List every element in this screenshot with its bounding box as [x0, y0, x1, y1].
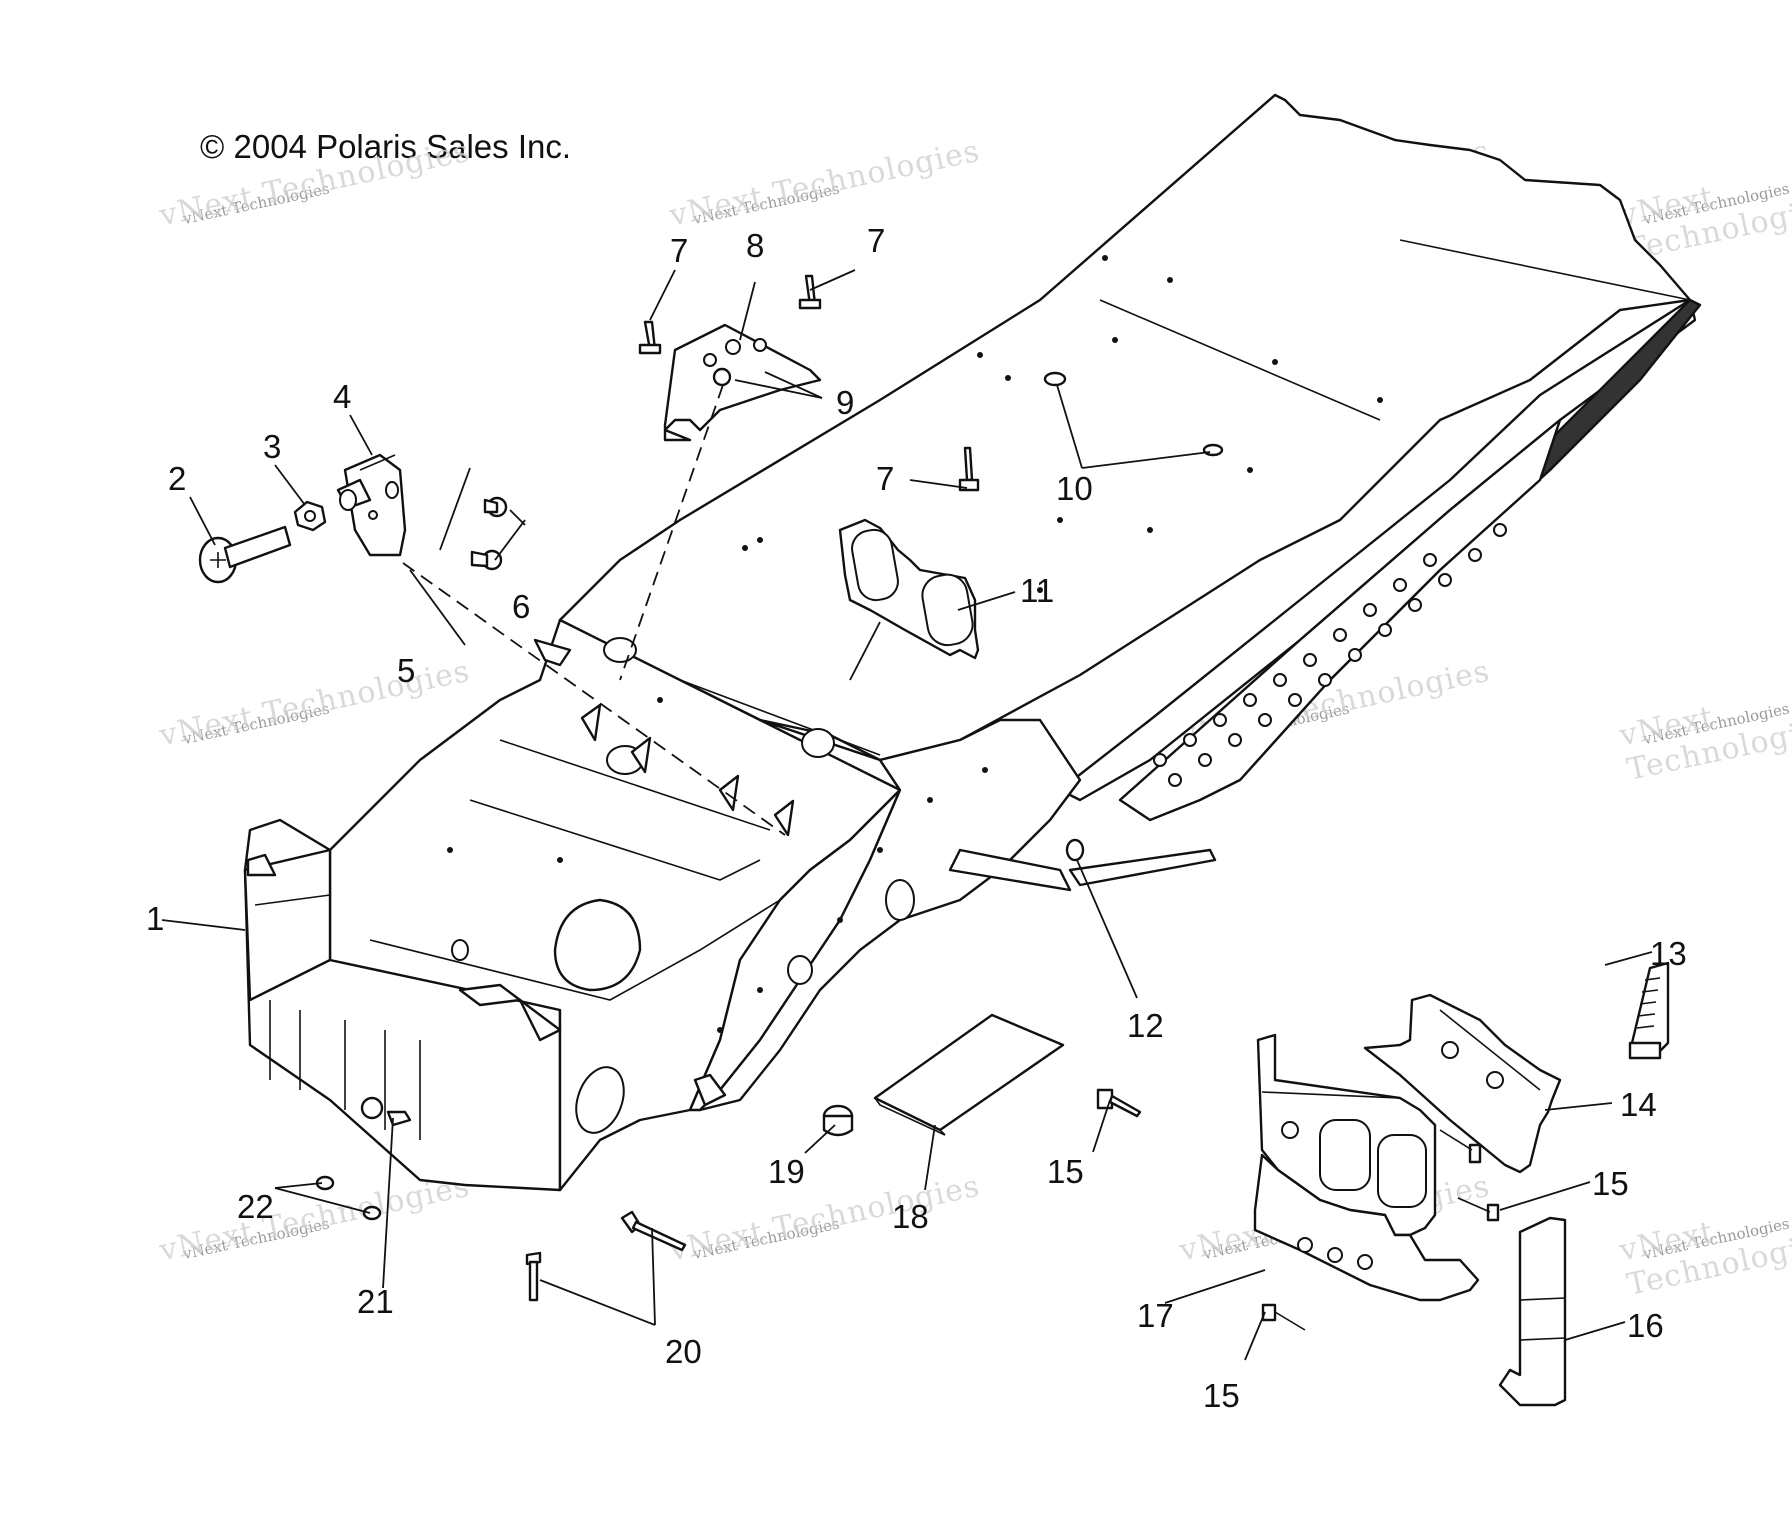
callout-labels: 1 2 3 4 5 6 7 7 7 8 9 10 11 12 13 14 15 …: [146, 222, 1687, 1414]
deck-hole: [603, 637, 637, 663]
callout-16: 16: [1627, 1307, 1664, 1344]
callout-9: 9: [836, 384, 854, 421]
bulkhead-crossmember: [499, 739, 771, 831]
bulkhead-hole: [885, 879, 915, 921]
callout-3: 3: [263, 428, 281, 465]
bulkhead-hole: [787, 955, 813, 985]
leader-lines: [161, 269, 1653, 1361]
side-panel-perforated: [1118, 418, 1562, 822]
callout-2: 2: [168, 460, 186, 497]
frame-tab: [693, 1073, 727, 1107]
callout-8: 8: [746, 227, 764, 264]
screw-part-6[interactable]: [470, 496, 508, 571]
guard-part-14[interactable]: [1363, 993, 1562, 1174]
bulkhead-crossmember: [469, 799, 761, 881]
callout-5: 5: [397, 652, 415, 689]
plate-part-16[interactable]: [1498, 1216, 1567, 1407]
callout-1: 1: [146, 900, 164, 937]
stud-part-21[interactable]: [360, 1096, 412, 1127]
tube-part-12[interactable]: [1065, 838, 1085, 862]
callout-15a: 15: [1047, 1153, 1084, 1190]
frame-rib: [254, 894, 331, 906]
plug-part-19[interactable]: [822, 1104, 854, 1137]
bulkhead-hole: [575, 1066, 625, 1134]
bulkhead-hole: [801, 728, 835, 758]
callout-15b: 15: [1592, 1165, 1629, 1202]
rear-cross-tube: [533, 638, 572, 667]
frame-tab: [246, 853, 277, 877]
callout-22: 22: [237, 1188, 274, 1225]
running-board: [1058, 298, 1697, 802]
callout-13: 13: [1650, 935, 1687, 972]
callout-10: 10: [1056, 470, 1093, 507]
callout-15c: 15: [1203, 1377, 1240, 1414]
callout-7a: 7: [670, 232, 688, 269]
rivet-part-15[interactable]: [1096, 1088, 1500, 1331]
frame-tab: [518, 998, 562, 1042]
deck-seam: [1099, 299, 1381, 421]
plug-part-22[interactable]: [315, 1175, 382, 1221]
bracket-part-8[interactable]: [663, 323, 822, 442]
callout-4: 4: [333, 378, 351, 415]
callout-12: 12: [1127, 1007, 1164, 1044]
bulkhead-hole: [451, 939, 469, 961]
bulkhead-crossmember: [369, 899, 781, 1001]
bolt-part-2[interactable]: [198, 525, 292, 584]
rivet-part-20[interactable]: [525, 1210, 687, 1302]
pad-part-13[interactable]: [1628, 961, 1670, 1060]
bulkhead-hoop: [553, 898, 642, 992]
frame-post: [243, 848, 332, 1002]
callout-18: 18: [892, 1198, 929, 1235]
bracket-part-4[interactable]: [336, 453, 407, 557]
chassis-frame[interactable]: [243, 93, 1702, 1192]
callout-17: 17: [1137, 1297, 1174, 1334]
plug-part-10[interactable]: [1043, 371, 1224, 457]
callout-19: 19: [768, 1153, 805, 1190]
callout-7b: 7: [867, 222, 885, 259]
assembly-lines: [402, 384, 786, 836]
deck-seam: [1399, 239, 1691, 301]
callout-6: 6: [512, 588, 530, 625]
plate-part-18[interactable]: [873, 1013, 1065, 1136]
side-panel-perforations: [1153, 523, 1507, 787]
callout-7c: 7: [876, 460, 894, 497]
deck-rivets: [447, 255, 1383, 1033]
rivet-part-7[interactable]: [638, 274, 980, 492]
nut-part-3[interactable]: [293, 500, 327, 532]
bracket-part-17[interactable]: [1253, 1033, 1480, 1302]
rear-cross-tube: [1068, 848, 1217, 887]
rear-cross-tube: [948, 848, 1072, 892]
copyright-notice: © 2004 Polaris Sales Inc.: [200, 128, 572, 165]
bulkhead-grommets: [580, 703, 795, 837]
callout-14: 14: [1620, 1086, 1657, 1123]
callout-11: 11: [1020, 572, 1054, 609]
callout-20: 20: [665, 1333, 702, 1370]
callout-21: 21: [357, 1283, 394, 1320]
